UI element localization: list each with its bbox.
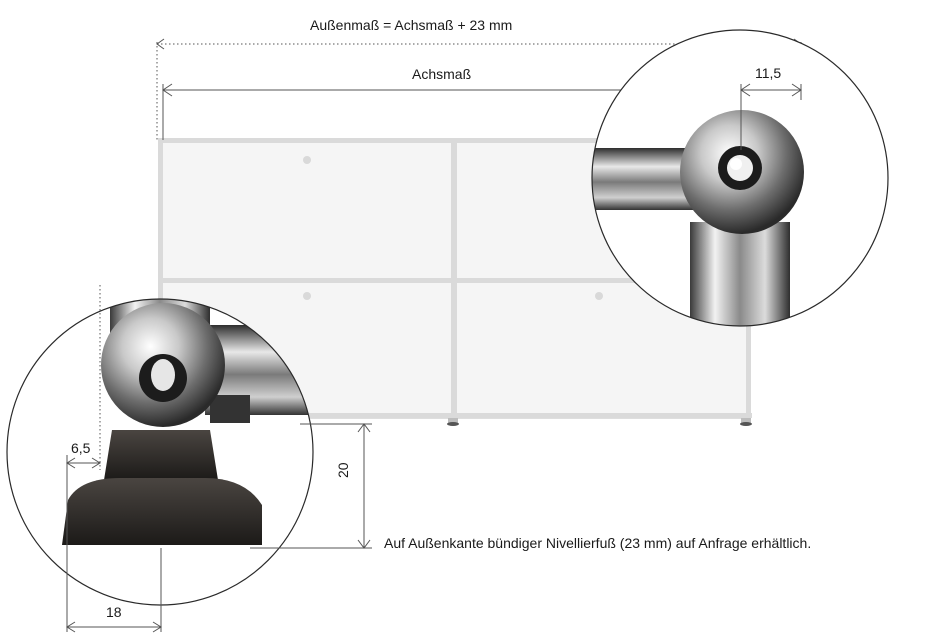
foot-small-base — [740, 422, 752, 426]
left-post — [158, 138, 163, 418]
vertical-tube — [690, 222, 790, 326]
outer-dimension-label: Außenmaß = Achsmaß + 23 mm — [310, 17, 513, 33]
foot-detail-zoom — [6, 298, 314, 606]
corner-detail-zoom — [591, 29, 889, 327]
foot-small-base — [447, 422, 459, 426]
foot-height-dimension — [250, 423, 372, 549]
foot-width-dimension — [66, 470, 162, 633]
foot-offset-dimension — [66, 455, 101, 470]
foot-height-label: 20 — [335, 462, 351, 478]
foot-width-label: 18 — [106, 604, 122, 620]
lock-icon — [303, 292, 311, 300]
leveling-foot-caption: Auf Außenkante bündiger Nivellierfuß (23… — [384, 535, 812, 551]
foot-small — [448, 418, 458, 423]
lock-icon — [595, 292, 603, 300]
lock-icon — [303, 156, 311, 164]
foot-offset-label: 6,5 — [71, 440, 91, 456]
leveling-foot-base — [62, 478, 262, 545]
foot-small — [741, 418, 751, 423]
corner-offset-label: 11,5 — [755, 65, 782, 81]
leveling-foot-body — [104, 430, 218, 480]
axis-dimension-label: Achsmaß — [412, 66, 472, 82]
center-post — [451, 138, 457, 418]
